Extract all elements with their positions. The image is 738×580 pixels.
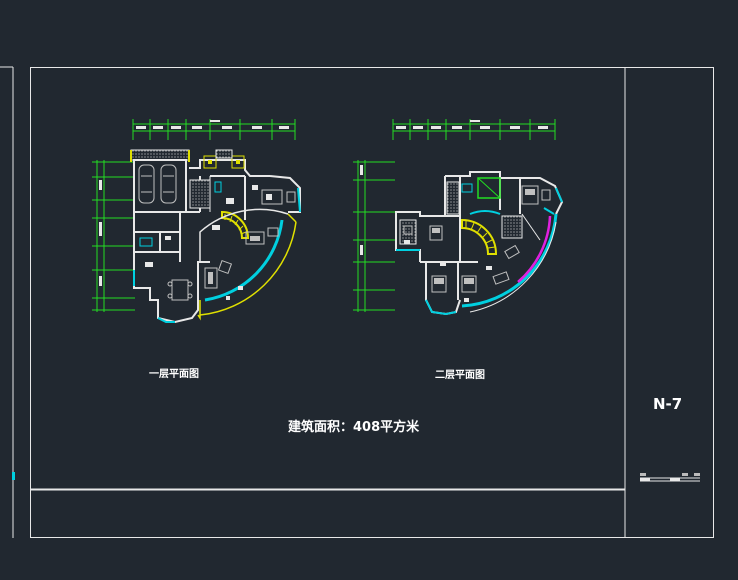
second-floor-walls [395, 171, 564, 316]
second-floor-left-bedroom [396, 225, 443, 251]
curved-living-room [197, 208, 297, 321]
building-area-note: 建筑面积：408平方米 [288, 419, 420, 435]
sheet-number: N-7 [653, 395, 682, 413]
entrance-porch [203, 149, 245, 169]
first-floor-plan[interactable] [92, 119, 301, 324]
sheet-border [30, 67, 714, 538]
second-floor-bottom-bedrooms [425, 262, 477, 316]
second-floor-bathrooms [399, 181, 523, 245]
scale-bar [640, 473, 700, 482]
first-floor-staircase [212, 210, 250, 239]
second-floor-master-bedroom [521, 185, 563, 215]
first-floor-top-dimensions [132, 119, 296, 140]
drawing-annotations: 一层平面图 二层平面图 建筑面积：408平方米 N-7 [149, 368, 682, 435]
first-floor-left-dimensions [92, 160, 135, 312]
car-icon [160, 164, 177, 204]
garage [130, 149, 190, 213]
second-floor-left-dimensions [353, 160, 395, 312]
first-floor-plan-label: 一层平面图 [149, 368, 199, 380]
kitchen [189, 176, 234, 212]
second-floor-plan[interactable] [353, 119, 564, 316]
second-floor-plan-label: 二层平面图 [435, 369, 485, 381]
second-floor-top-dimensions [392, 119, 556, 140]
first-floor-dining [133, 236, 193, 323]
first-floor-study [252, 185, 301, 213]
adjacent-sheet-edge [0, 66, 15, 538]
second-floor-curved-gallery [461, 213, 558, 313]
second-floor-staircase [461, 210, 501, 255]
car-icon [138, 164, 155, 204]
green-glazing [477, 177, 501, 199]
